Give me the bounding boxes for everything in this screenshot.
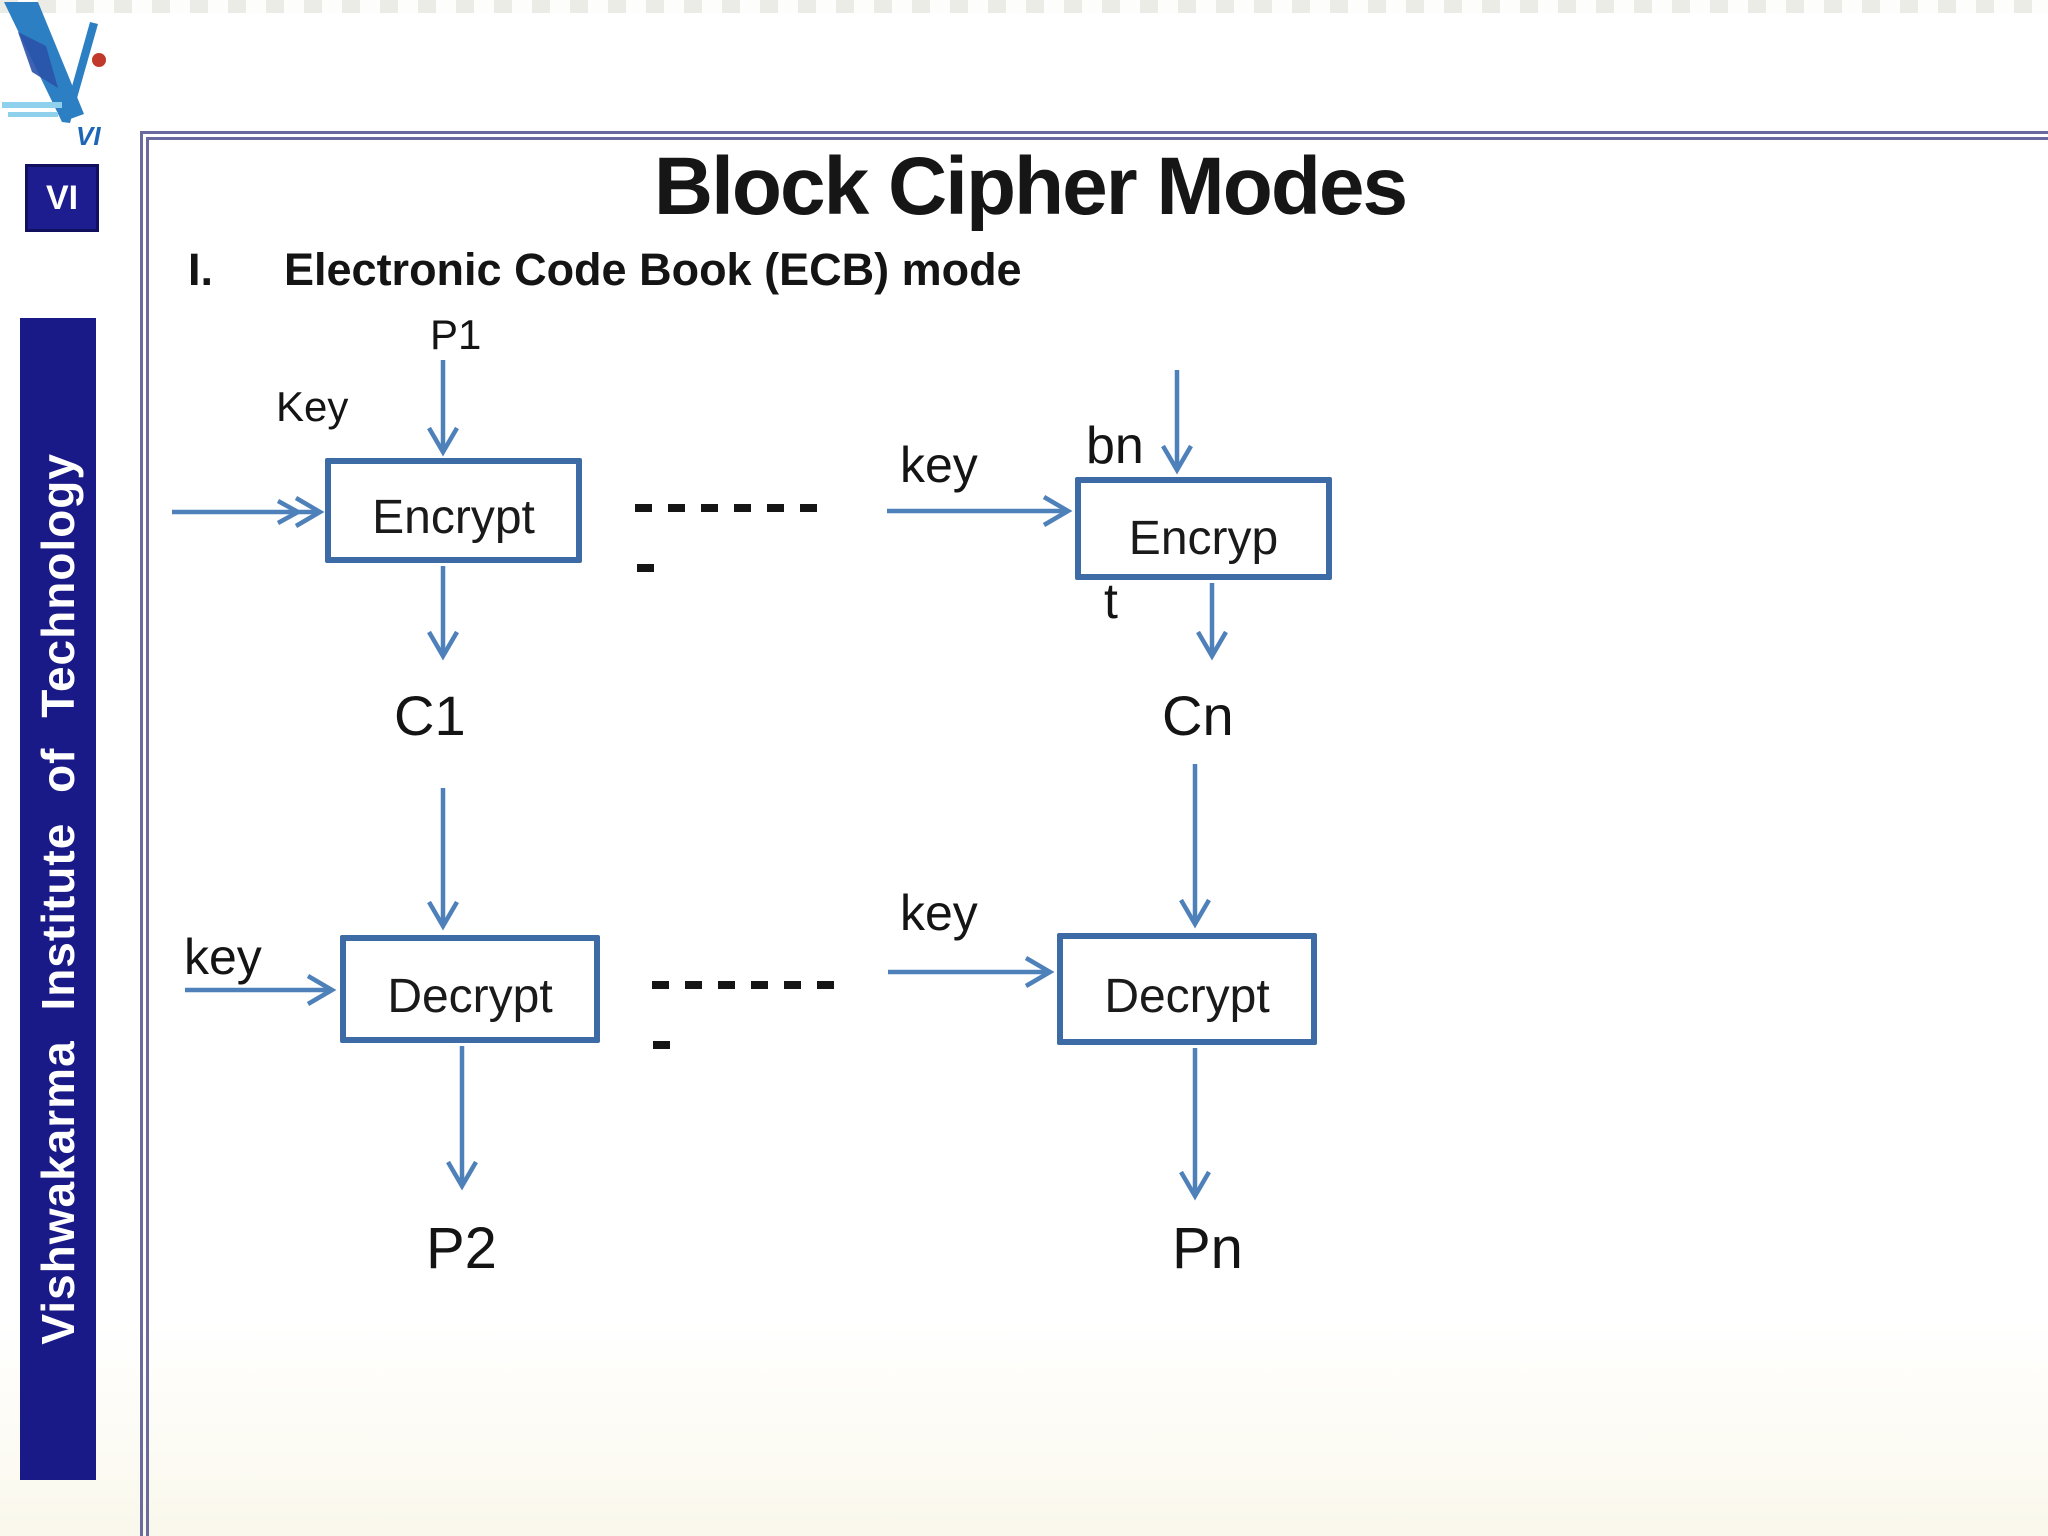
bn-label: bn [1086,417,1144,475]
logo-tagline-bar [8,112,58,117]
p2-label: P2 [426,1216,497,1281]
logo-monogram-text: VI [76,121,101,151]
sidebar-institute-banner: Vishwakarma Institute of Technology [20,318,96,1480]
ellipsis-dash-decrypt-row-extra [653,1041,670,1049]
page-title: Block Cipher Modes [653,141,1408,232]
logo-accent-diamond [18,32,58,88]
logo-red-dot-icon [92,53,106,67]
arrow-key-into-encrypt1-extra-chevron [276,499,303,525]
pn-label: Pn [1172,1216,1243,1281]
cn-label: Cn [1162,684,1234,747]
logo-check-thin-limb [62,22,98,123]
key-label-decrypt1: key [184,929,262,985]
p1-label: P1 [430,311,482,358]
ellipsis-dashes-encrypt-row [635,504,817,512]
decrypt-box-n: Decrypt [1057,933,1317,1045]
encrypt-box-1: Encrypt [325,458,582,563]
decrypt-box-1: Decrypt [340,935,600,1043]
vit-logo: VI [2,2,106,151]
encrypt-box-n: Encryp [1075,477,1332,580]
key-label-decrypt2: key [900,885,978,941]
slide-frame-border [140,131,2048,1536]
list-marker: I. [188,244,214,295]
encrypt2-wrapped-t-label: t [1104,573,1118,629]
c1-label: C1 [394,684,466,747]
ellipsis-dashes-decrypt-row [652,981,834,989]
vi-badge: VI [25,164,99,232]
sidebar-institute-text: Vishwakarma Institute of Technology [32,453,84,1345]
key-label-encrypt2: key [900,437,978,493]
key-label-encrypt1: Key [276,383,349,430]
subtitle-ecb-mode: Electronic Code Book (ECB) mode [284,244,1022,295]
logo-tagline-bar [2,102,62,108]
top-perforation-strip [0,0,2048,13]
ellipsis-dash-encrypt-row-extra [637,564,654,572]
